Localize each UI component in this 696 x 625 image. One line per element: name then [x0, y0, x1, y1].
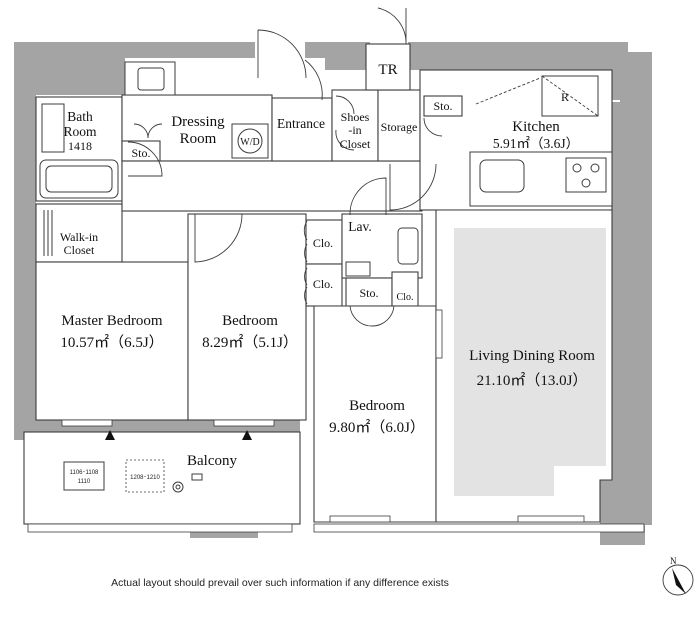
closet-2-outline — [305, 263, 343, 307]
north-arrow-icon: N — [662, 556, 694, 596]
dressing-label: Dressing — [171, 114, 225, 130]
lav-label: Lav. — [348, 219, 372, 234]
master-bedroom-label: Master Bedroom — [61, 313, 163, 329]
bedroom3-storage-outline — [345, 277, 393, 307]
storage-outline — [377, 89, 421, 162]
walkin-label-2: Closet — [64, 243, 95, 257]
north-label: N — [670, 556, 677, 566]
window-frames — [61, 309, 585, 523]
lav-sink — [345, 261, 371, 277]
closet-3-label: Clo. — [397, 292, 414, 303]
bedroom-3-label: Bedroom — [349, 398, 405, 414]
bath-number: 1418 — [68, 139, 92, 153]
balcony-note-2: 1208･1210 — [130, 475, 160, 481]
dressing-label-2: Room — [180, 131, 217, 147]
cooktop — [565, 157, 607, 193]
balcony-unit-box — [63, 461, 105, 491]
bedroom-3-outline — [313, 305, 437, 523]
wd-label: W/D — [240, 137, 259, 148]
bedroom3-sto-label: Sto. — [359, 286, 378, 300]
bedroom-2-outline — [187, 213, 307, 421]
balcony-note-1a: 1106･1108 — [70, 470, 99, 476]
living-label: Living Dining Room — [469, 348, 595, 364]
refrigerator-label: R — [561, 90, 569, 104]
balcony-label: Balcony — [187, 453, 237, 469]
master-bedroom-area: 10.57㎡（6.5J） — [60, 334, 163, 351]
walk-in-closet-outline — [35, 203, 123, 263]
kitchen-label: Kitchen — [512, 119, 560, 135]
bath-sto-label: Sto. — [131, 146, 150, 160]
tr-label: TR — [378, 62, 397, 78]
bath-sink-counter — [41, 103, 65, 153]
disclaimer-text: Actual layout should prevail over such i… — [111, 577, 449, 589]
bath-label-2: Room — [63, 124, 97, 139]
shoes-closet-outline — [331, 89, 379, 162]
kitchen-storage-outline — [423, 95, 463, 117]
bath-label: Bath — [67, 109, 93, 124]
bedroom-2-label: Bedroom — [222, 313, 278, 329]
closet-1-label: Clo. — [313, 236, 333, 250]
labels: Bath Room 1418 Dressing Room W/D Sto. En… — [60, 62, 595, 485]
corridor-outline — [121, 160, 423, 212]
doors — [127, 7, 443, 327]
shoes-label-1: Shoes — [341, 110, 370, 124]
walkin-label-1: Walk-in — [60, 230, 98, 244]
kitchen-sink — [479, 159, 525, 193]
living-area: 21.10㎡（13.0J） — [477, 372, 588, 389]
room-outlines — [23, 43, 645, 533]
closet-2-label: Clo. — [313, 277, 333, 291]
bedroom-3-area: 9.80㎡（6.0J） — [329, 419, 425, 436]
shoes-label-2: -in — [348, 123, 361, 137]
master-bedroom-outline — [35, 261, 189, 421]
storage-label: Storage — [381, 120, 418, 134]
toilet — [397, 227, 419, 265]
balcony-note-1b: 1110 — [78, 479, 91, 485]
kitchen-sto-label: Sto. — [433, 99, 452, 113]
balcony-unit-dashed-box — [125, 459, 165, 493]
living-floor-area — [454, 228, 606, 466]
shoes-label-3: Closet — [340, 137, 371, 151]
entrance-label: Entrance — [277, 116, 325, 131]
kitchen-area: 5.91㎡（3.6J） — [493, 136, 579, 151]
trunk-room-outline — [365, 43, 411, 91]
entrance-outline — [271, 97, 333, 162]
bedroom-2-area: 8.29㎡（5.1J） — [202, 334, 298, 351]
